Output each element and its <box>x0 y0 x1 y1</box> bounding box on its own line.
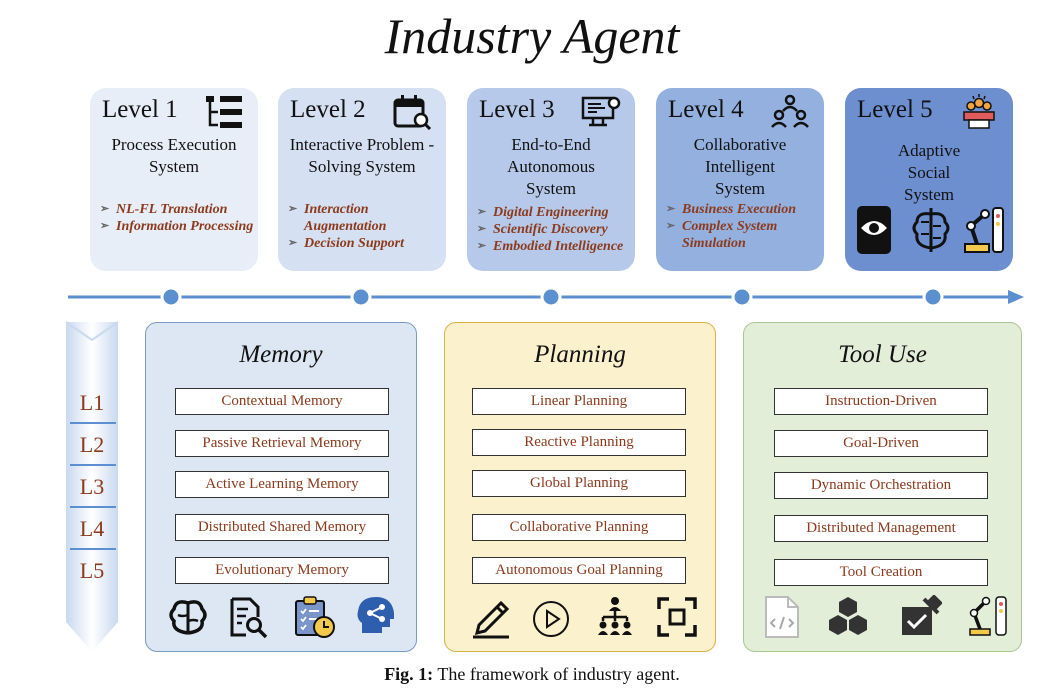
level-4-bullet: Complex System Simulation <box>666 218 820 252</box>
level-card-4: Level 4 Collaborative Intelligent System… <box>656 88 824 271</box>
level-3-bullet: Scientific Discovery <box>477 221 631 238</box>
level-1-bullet: Information Processing <box>100 218 254 235</box>
robot-arm-icon <box>964 207 1004 253</box>
level-1-heading: Level 1 <box>102 96 178 123</box>
tool-use-panel-title: Tool Use <box>838 341 927 368</box>
caption-label: Fig. 1: <box>384 664 434 684</box>
level-3-bullets: Digital Engineering Scientific Discovery… <box>477 204 631 255</box>
level-4-heading: Level 4 <box>668 96 744 123</box>
brain-icon <box>169 600 207 635</box>
timeline-node-2 <box>350 286 372 308</box>
planning-panel: Planning Linear Planning Reactive Planni… <box>444 322 716 652</box>
timeline-node-3 <box>540 286 562 308</box>
level-4-bullet: Business Execution <box>666 201 820 218</box>
calendar-search-icon <box>393 95 432 130</box>
planning-item: Linear Planning <box>472 388 686 415</box>
memory-item: Distributed Shared Memory <box>175 514 389 541</box>
org-chart-icon <box>598 597 632 635</box>
hierarchy-list-icon <box>206 96 242 128</box>
timeline-node-4 <box>731 286 753 308</box>
planning-item: Global Planning <box>472 470 686 497</box>
level-2-bullet: Decision Support <box>288 235 442 252</box>
level-card-3: Level 3 End-to-End Autonomous System Dig… <box>467 88 635 271</box>
level-card-2: Level 2 Interactive Problem -Solving Sys… <box>278 88 446 271</box>
level-2-heading: Level 2 <box>290 96 366 123</box>
level-label-l3: L3 <box>79 474 105 499</box>
level-3-bullet: Embodied Intelligence <box>477 238 631 255</box>
level-4-subtitle: Collaborative Intelligent System <box>693 135 787 198</box>
level-1-bullets: NL-FL Translation Information Processing <box>100 201 254 235</box>
planning-panel-title: Planning <box>534 341 626 368</box>
focus-frame-icon <box>657 597 697 637</box>
tool-use-item: Dynamic Orchestration <box>774 472 988 499</box>
level-label-l1: L1 <box>79 390 105 415</box>
play-circle-icon <box>533 601 569 637</box>
timeline-node-1 <box>160 286 182 308</box>
tool-use-item: Tool Creation <box>774 559 988 586</box>
memory-panel: Memory Contextual Memory Passive Retriev… <box>145 322 417 652</box>
hexagon-cluster-icon <box>829 597 867 635</box>
memory-item: Active Learning Memory <box>175 471 389 498</box>
head-network-icon <box>357 597 394 633</box>
eye-tablet-icon <box>857 206 891 254</box>
pencil-icon <box>473 600 510 639</box>
monitor-gear-icon <box>581 96 621 127</box>
level-2-subtitle: Interactive Problem -Solving System <box>289 135 435 176</box>
level-1-bullet: NL-FL Translation <box>100 201 254 218</box>
robot-arm-icon <box>969 596 1007 636</box>
tool-use-item: Distributed Management <box>774 515 988 542</box>
diagram-title: Industry Agent <box>384 8 680 64</box>
clipboard-clock-icon <box>295 596 335 638</box>
code-file-icon <box>765 596 799 638</box>
memory-item: Contextual Memory <box>175 388 389 415</box>
level-label-l4: L4 <box>79 516 105 541</box>
level-label-l2: L2 <box>79 432 105 457</box>
level-3-heading: Level 3 <box>479 96 555 123</box>
memory-panel-title: Memory <box>239 341 323 368</box>
level-5-subtitle: Adaptive Social System <box>897 141 961 204</box>
level-2-bullet: Interaction Augmentation <box>288 201 442 235</box>
tool-use-item: Goal-Driven <box>774 430 988 457</box>
timeline-node-5 <box>922 286 944 308</box>
level-1-subtitle: Process Execution System <box>111 135 237 176</box>
toolbox-check-icon <box>902 595 942 635</box>
level-4-bullets: Business Execution Complex System Simula… <box>666 201 820 252</box>
memory-item: Evolutionary Memory <box>175 557 389 584</box>
level-card-5: Level 5 Adaptive Social System <box>845 88 1013 271</box>
caption-text: The framework of industry agent. <box>433 664 680 684</box>
level-2-bullets: Interaction Augmentation Decision Suppor… <box>288 201 442 252</box>
level-3-subtitle: End-to-End Autonomous System <box>507 135 595 198</box>
planning-item: Reactive Planning <box>472 429 686 456</box>
level-5-heading: Level 5 <box>857 96 933 123</box>
tool-use-panel: Tool Use Instruction-Driven Goal-Driven … <box>743 322 1022 652</box>
memory-item: Passive Retrieval Memory <box>175 430 389 457</box>
figure-caption: Fig. 1: The framework of industry agent. <box>0 664 1064 685</box>
tool-use-item: Instruction-Driven <box>774 388 988 415</box>
level-card-1: Level 1 Process Execution System NL-FL T… <box>90 88 258 271</box>
document-search-icon <box>230 597 268 639</box>
planning-item: Collaborative Planning <box>472 514 686 541</box>
group-podium-icon <box>963 94 995 129</box>
team-network-icon <box>771 94 809 128</box>
planning-item: Autonomous Goal Planning <box>472 557 686 584</box>
brain-circuit-icon <box>912 208 950 252</box>
level-3-bullet: Digital Engineering <box>477 204 631 221</box>
level-label-l5: L5 <box>79 558 105 583</box>
